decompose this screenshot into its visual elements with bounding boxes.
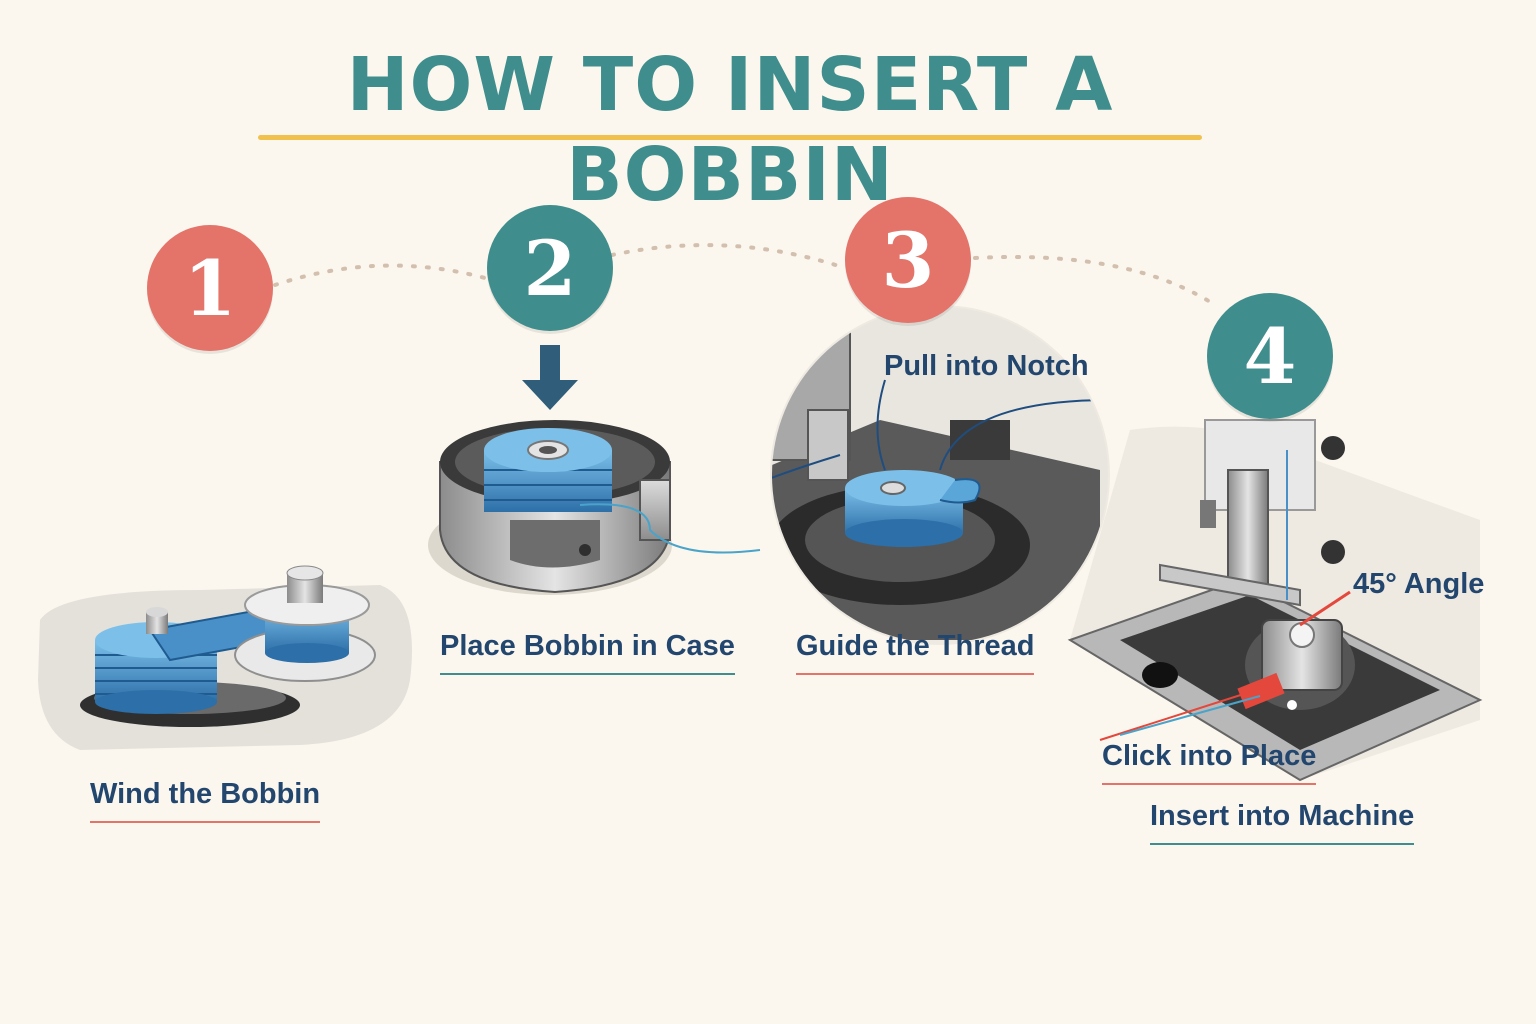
step-1-circle: 1: [147, 225, 273, 351]
step-2-circle: 2: [487, 205, 613, 331]
step-3-label: Guide the Thread: [796, 630, 1035, 675]
angle-annotation: 45° Angle: [1353, 568, 1485, 600]
dotted-connector: [273, 243, 1217, 307]
page-title: HOW TO INSERT A BOBBIN: [346, 42, 1114, 218]
step-1-label: Wind the Bobbin: [90, 778, 321, 823]
step-3-circle: 3: [845, 197, 971, 323]
click-place-annotation: Click into Place: [1102, 740, 1317, 785]
step-4-label: Insert into Machine: [1150, 800, 1415, 845]
bobbin-winder-illustration: [38, 565, 412, 750]
step-2-label: Place Bobbin in Case: [440, 630, 735, 675]
thread-guide-illustration: [770, 305, 1110, 645]
pull-notch-annotation: Pull into Notch: [884, 350, 1089, 382]
bobbin-case-illustration: [428, 420, 761, 595]
down-arrow-icon: [522, 345, 578, 410]
title-underline: [258, 135, 1202, 140]
step-4-circle: 4: [1207, 293, 1333, 419]
sewing-machine-illustration: [1067, 419, 1483, 782]
